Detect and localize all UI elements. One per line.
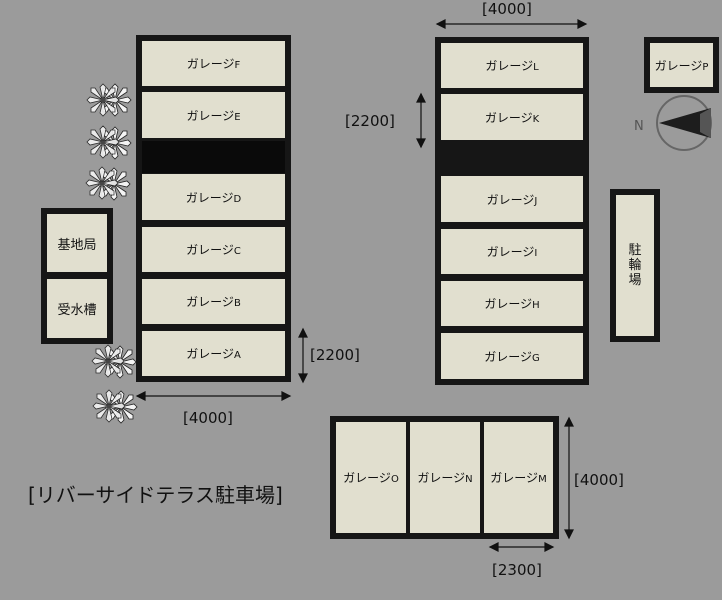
garage-f[interactable]: ガレージF [142,41,285,86]
compass-icon [656,95,712,151]
tree-icon [92,389,126,423]
garage-label: ガレージP [654,58,709,73]
water-tank: 受水槽 [47,279,107,338]
garage-e[interactable]: ガレージE [142,92,285,138]
garage-k[interactable]: ガレージK [441,94,583,140]
garage-label: ガレージO [343,471,399,485]
garage-n[interactable]: ガレージN [410,422,480,533]
garage-label: ガレージB [186,295,241,309]
tree-icon [86,125,120,159]
bike-parking-char: 場 [628,273,642,288]
garage-label: ガレージC [186,243,241,257]
garage-label: ガレージH [484,297,540,311]
garage-label: ガレージF [186,57,241,71]
garage-m[interactable]: ガレージM [484,422,553,533]
tree-icon [85,166,119,200]
garage-label: ガレージE [186,108,241,123]
garage-d[interactable]: ガレージD [142,174,285,220]
compass-north-label: N [634,119,644,134]
map-title: [リバーサイドテラス駐車場] [28,483,283,507]
base-station-label: 基地局 [57,237,97,253]
bike-parking-char: 駐 [628,243,642,258]
garage-label: ガレージA [186,347,241,361]
bike-parking: 駐 輪 場 [616,195,654,336]
water-tank-label: 受水槽 [57,303,97,318]
garage-label: ガレージI [486,245,538,259]
garage-label: ガレージJ [486,192,538,207]
dimension-left-height: [2200] [310,346,360,364]
garage-label: ガレージL [485,59,539,73]
base-station: 基地局 [47,214,107,272]
dimension-arrow-bottom-height [564,416,574,540]
storage-dark-bay [142,141,285,173]
garage-label: ガレージG [484,349,540,364]
garage-a[interactable]: ガレージA [142,331,285,376]
dimension-arrow-mid [416,92,426,149]
dimension-arrow-bottom-width [488,542,555,552]
garage-c[interactable]: ガレージC [142,227,285,272]
garage-j[interactable]: ガレージJ [441,176,583,222]
garage-o[interactable]: ガレージO [336,422,406,533]
garage-g[interactable]: ガレージG [441,333,583,379]
dimension-arrow-left-width [135,391,292,401]
garage-label: ガレージM [490,471,547,485]
garage-h[interactable]: ガレージH [441,281,583,326]
dimension-bottom-height: [4000] [574,471,624,489]
garage-label: ガレージK [484,110,540,125]
dimension-left-width: [4000] [183,409,233,427]
garage-p[interactable]: ガレージP [650,43,713,87]
bike-parking-char: 輪 [628,258,642,273]
dimension-mid-height: [2200] [345,112,395,130]
dimension-arrow-top [435,19,588,29]
garage-b[interactable]: ガレージB [142,279,285,324]
garage-label: ガレージD [185,190,242,205]
garage-i[interactable]: ガレージI [441,229,583,274]
tree-icon [86,83,120,117]
garage-l[interactable]: ガレージL [441,43,583,88]
dimension-bottom-width: [2300] [492,561,542,579]
dimension-arrow-left-height [298,327,308,384]
tree-icon [91,344,125,378]
dimension-top-width: [4000] [482,0,532,18]
garage-label: ガレージN [417,471,473,485]
